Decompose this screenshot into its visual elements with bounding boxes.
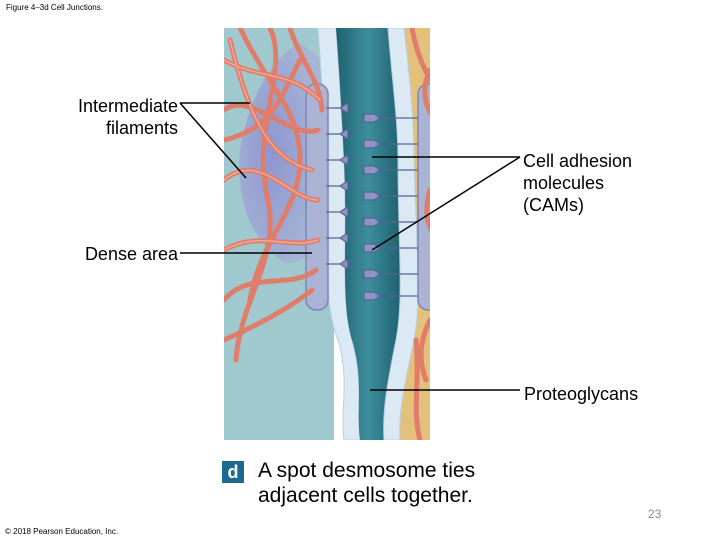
page-number: 23: [648, 507, 662, 521]
intercellular-space: [336, 28, 401, 440]
leader-lines: [179, 102, 521, 391]
figure-title: Figure 4–3d Cell Junctions.: [6, 3, 103, 12]
right-plaque: [417, 83, 430, 311]
caption-badge: d: [222, 461, 244, 483]
label-intermediate-filaments: Intermediate filaments: [77, 96, 178, 138]
label-proteoglycans: Proteoglycans: [524, 384, 639, 404]
caption-text: A spot desmosome ties adjacent cells tog…: [258, 459, 476, 507]
left-intermediate-filaments-highlight: [224, 39, 321, 251]
right-intermediate-filaments: [409, 28, 430, 440]
right-membrane: [383, 28, 419, 440]
label-cell-adhesion-molecules: Cell adhesion molecules (CAMs): [523, 151, 633, 215]
copyright-notice: © 2018 Pearson Education, Inc.: [5, 527, 119, 536]
right-cams: [363, 113, 418, 301]
left-cams: [326, 103, 349, 269]
label-dense-area: Dense area: [84, 244, 178, 264]
